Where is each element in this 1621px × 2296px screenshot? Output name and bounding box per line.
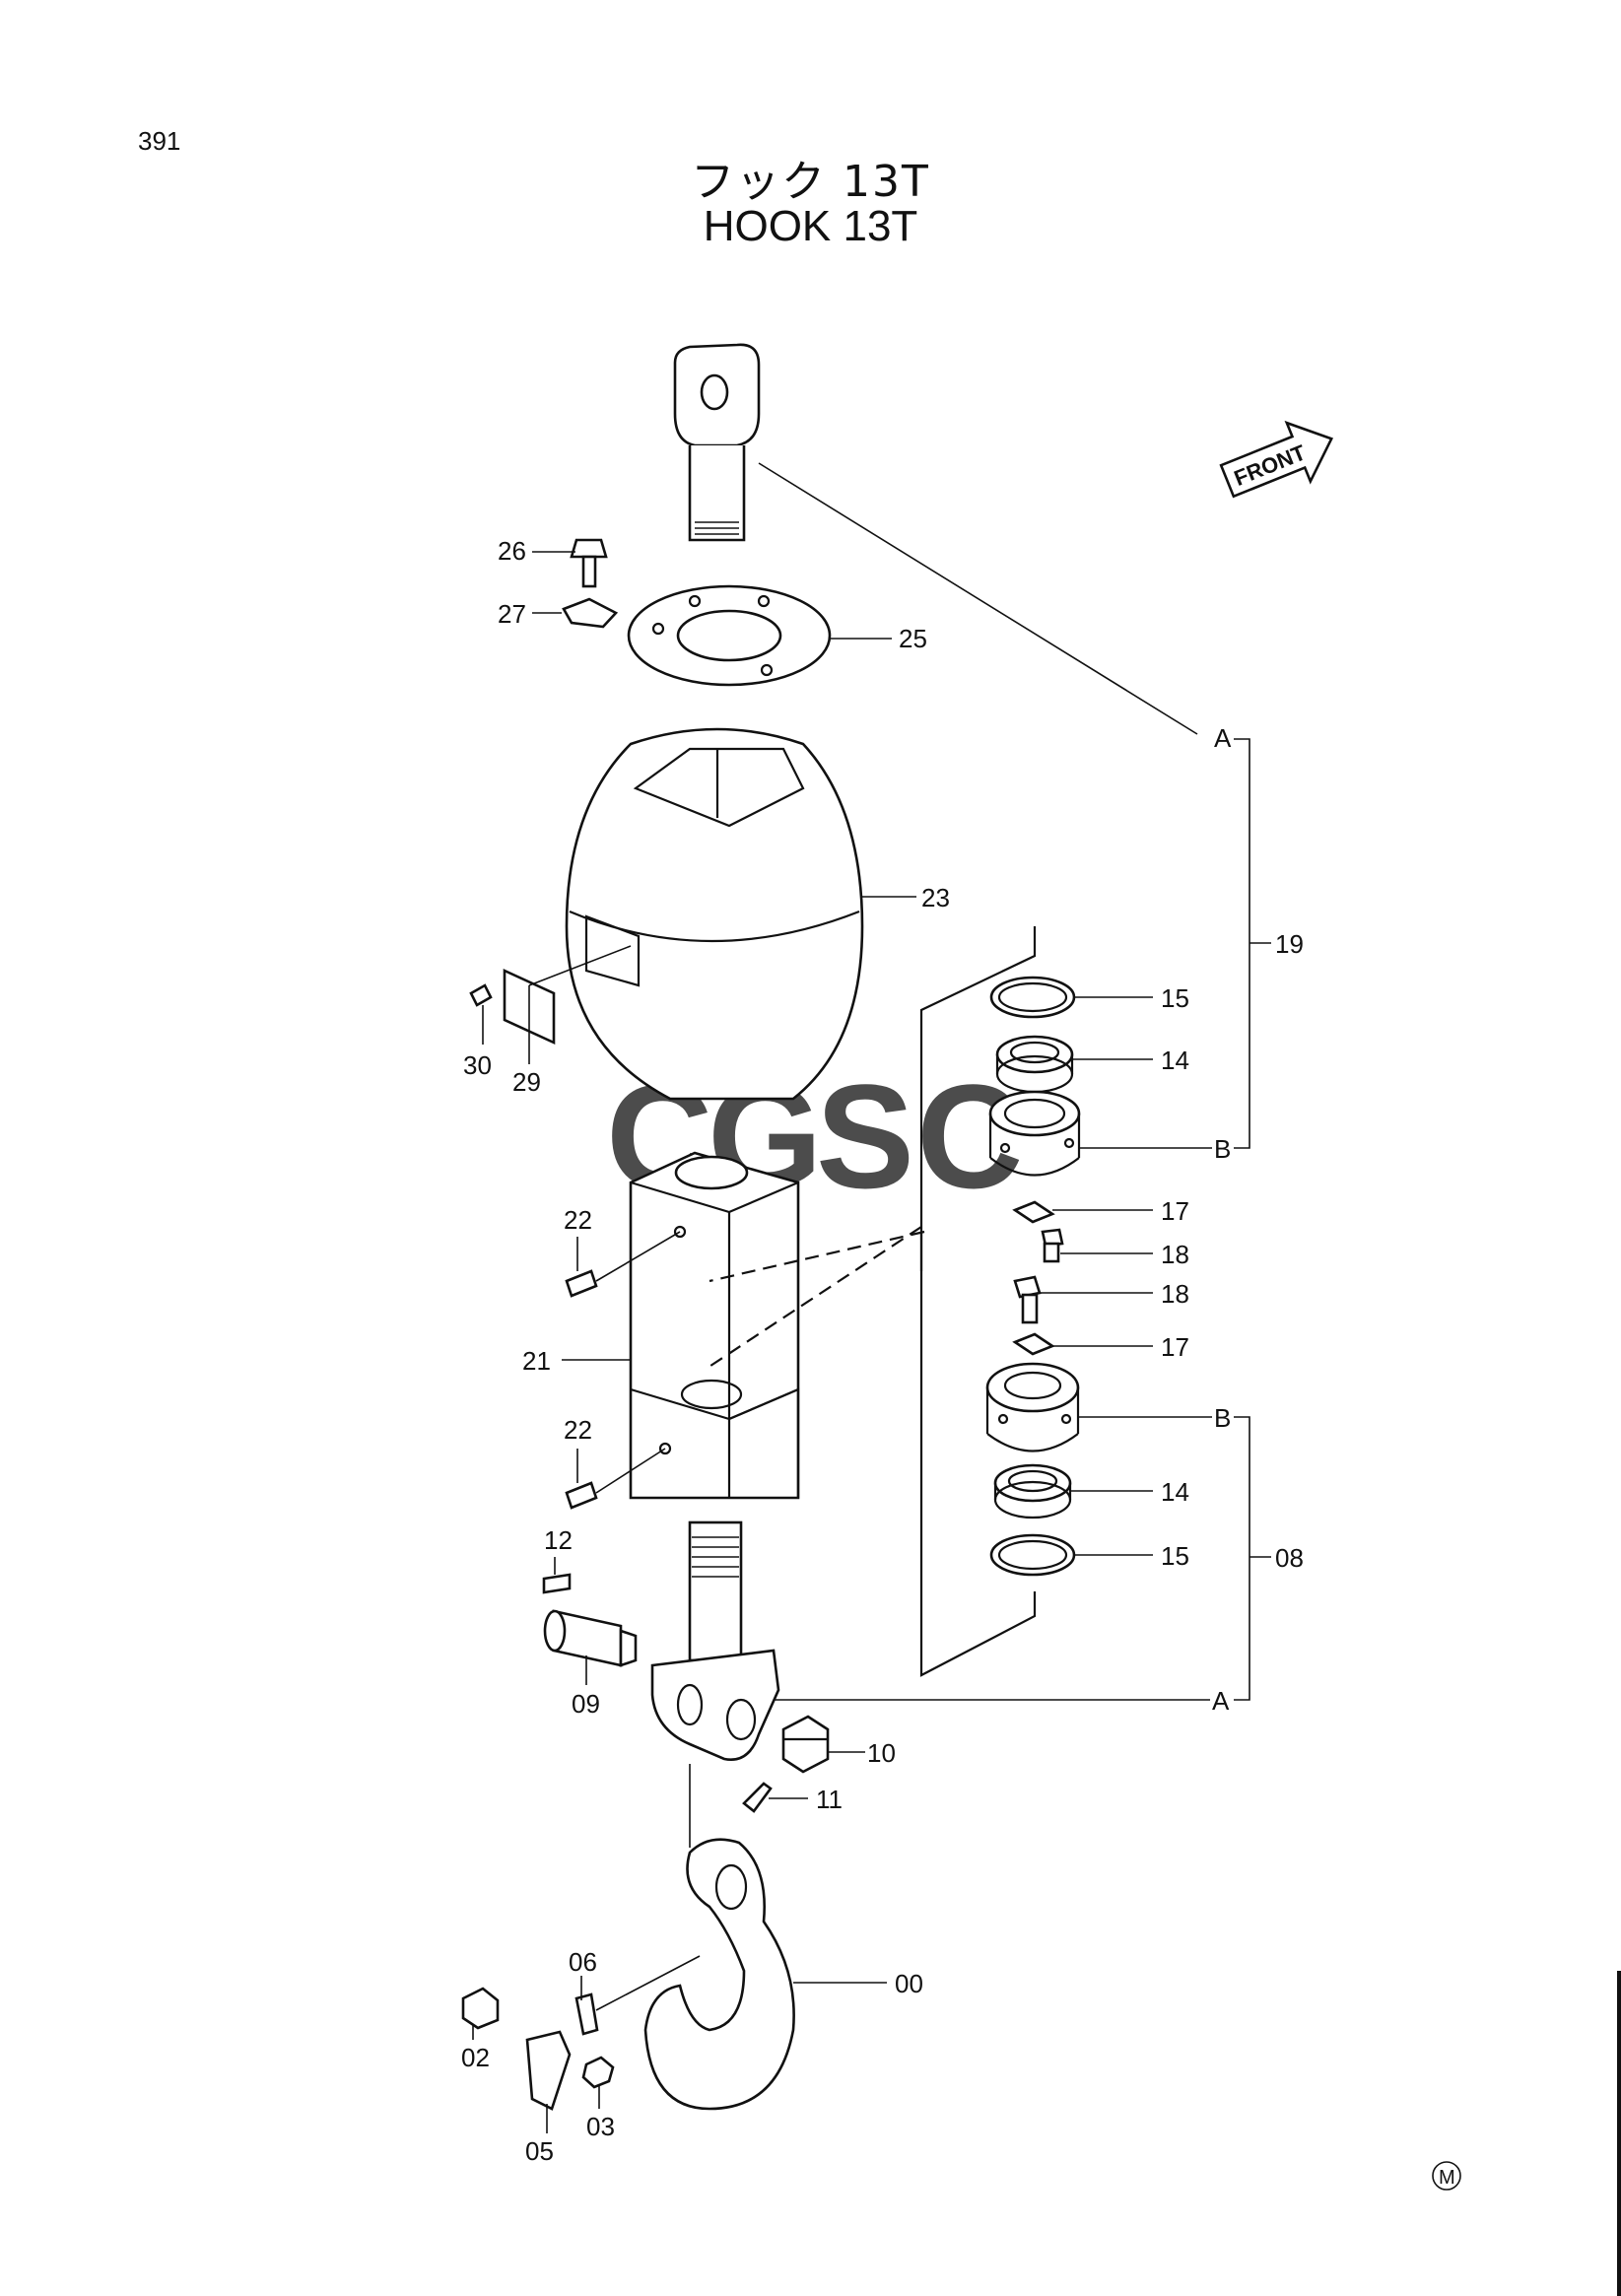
- lower-thrust-bearing-14-part: [993, 1463, 1072, 1519]
- callout-11: 11: [816, 1785, 843, 1814]
- upper-seal-ring-15-part: [989, 976, 1076, 1019]
- upper-lock-plate-17-part: [1012, 1200, 1055, 1224]
- callout-17-lower: 17: [1161, 1332, 1189, 1362]
- castle-nut-10-part: [781, 1715, 830, 1774]
- key-12-part: [542, 1573, 572, 1594]
- ref-b-lower: B: [1214, 1403, 1231, 1433]
- callout-29: 29: [512, 1067, 541, 1097]
- lower-housing-b-part: [985, 1362, 1080, 1452]
- bolt-26-part: [570, 538, 608, 588]
- callout-27: 27: [498, 599, 526, 629]
- callout-21: 21: [522, 1346, 551, 1376]
- callout-15-lower: 15: [1161, 1541, 1189, 1571]
- watermark-letter-c2: C: [916, 1053, 1023, 1219]
- callout-12: 12: [544, 1525, 573, 1555]
- callout-09: 09: [572, 1689, 600, 1719]
- ref-a-lower: A: [1212, 1686, 1230, 1716]
- callout-05: 05: [525, 2136, 554, 2166]
- front-arrow-icon: FRONT: [1219, 420, 1334, 499]
- leader-lines: [472, 462, 1271, 2133]
- upper-bolt-18-part: [1041, 1228, 1064, 1263]
- top-eye-pin-part: [673, 343, 761, 542]
- lower-lock-plate-17-part: [1012, 1332, 1055, 1356]
- cotter-pin-11-part: [742, 1782, 773, 1813]
- pin-09-part: [543, 1609, 638, 1667]
- latch-05-part: [525, 2030, 572, 2111]
- trunnion-part: [650, 1520, 780, 1761]
- nut-03-part: [581, 2056, 615, 2089]
- lower-seal-ring-15-part: [989, 1533, 1076, 1577]
- callout-labels: 26 27 25 23 30 29 22 21 22 12 09 10 11 0…: [461, 536, 1304, 2166]
- callout-17-upper: 17: [1161, 1196, 1189, 1226]
- callout-03: 03: [586, 2112, 615, 2141]
- callout-18-lower: 18: [1161, 1279, 1189, 1309]
- callout-14-lower: 14: [1161, 1477, 1189, 1507]
- callout-08: 08: [1275, 1543, 1304, 1573]
- callout-18-upper: 18: [1161, 1240, 1189, 1269]
- ref-b-upper: B: [1214, 1134, 1231, 1164]
- spring-06-part: [574, 1992, 599, 2036]
- callout-23: 23: [921, 883, 950, 912]
- lower-bolt-18-part: [1013, 1275, 1042, 1324]
- callout-22-upper: 22: [564, 1205, 592, 1235]
- page-number: 391: [138, 126, 181, 156]
- callout-14-upper: 14: [1161, 1046, 1189, 1075]
- grease-fitting-upper-part: [565, 1269, 598, 1298]
- ring-plate-part: [627, 584, 832, 687]
- watermark-letter-s: S: [816, 1053, 914, 1219]
- callout-22-lower: 22: [564, 1415, 592, 1445]
- barrel-weight-part: [565, 727, 864, 1101]
- section-frame-lines: [704, 926, 1037, 1677]
- ref-a-upper: A: [1214, 723, 1232, 753]
- title-japanese: フック 13T: [691, 157, 930, 207]
- hook-00-part: [643, 1838, 795, 2111]
- callout-00: 00: [895, 1969, 923, 1998]
- callout-06: 06: [569, 1947, 597, 1977]
- upper-housing-b-part: [988, 1090, 1081, 1177]
- callout-02: 02: [461, 2043, 490, 2072]
- callout-25: 25: [899, 624, 927, 653]
- callout-15-upper: 15: [1161, 983, 1189, 1013]
- grease-fitting-lower-part: [565, 1481, 598, 1510]
- lock-washer-27-part: [562, 597, 619, 629]
- callout-19: 19: [1275, 929, 1304, 959]
- callout-26: 26: [498, 536, 526, 566]
- callout-30: 30: [463, 1050, 492, 1080]
- frame-body-part: [629, 1151, 800, 1500]
- corner-mark-letter: M: [1439, 2167, 1455, 2189]
- title-english: HOOK 13T: [703, 202, 918, 250]
- upper-thrust-bearing-14-part: [995, 1035, 1074, 1094]
- rivet-30-part: [469, 983, 493, 1007]
- corner-circle-mark: M: [1432, 2161, 1461, 2191]
- bolt-02-part: [461, 1987, 500, 2030]
- callout-10: 10: [867, 1738, 896, 1768]
